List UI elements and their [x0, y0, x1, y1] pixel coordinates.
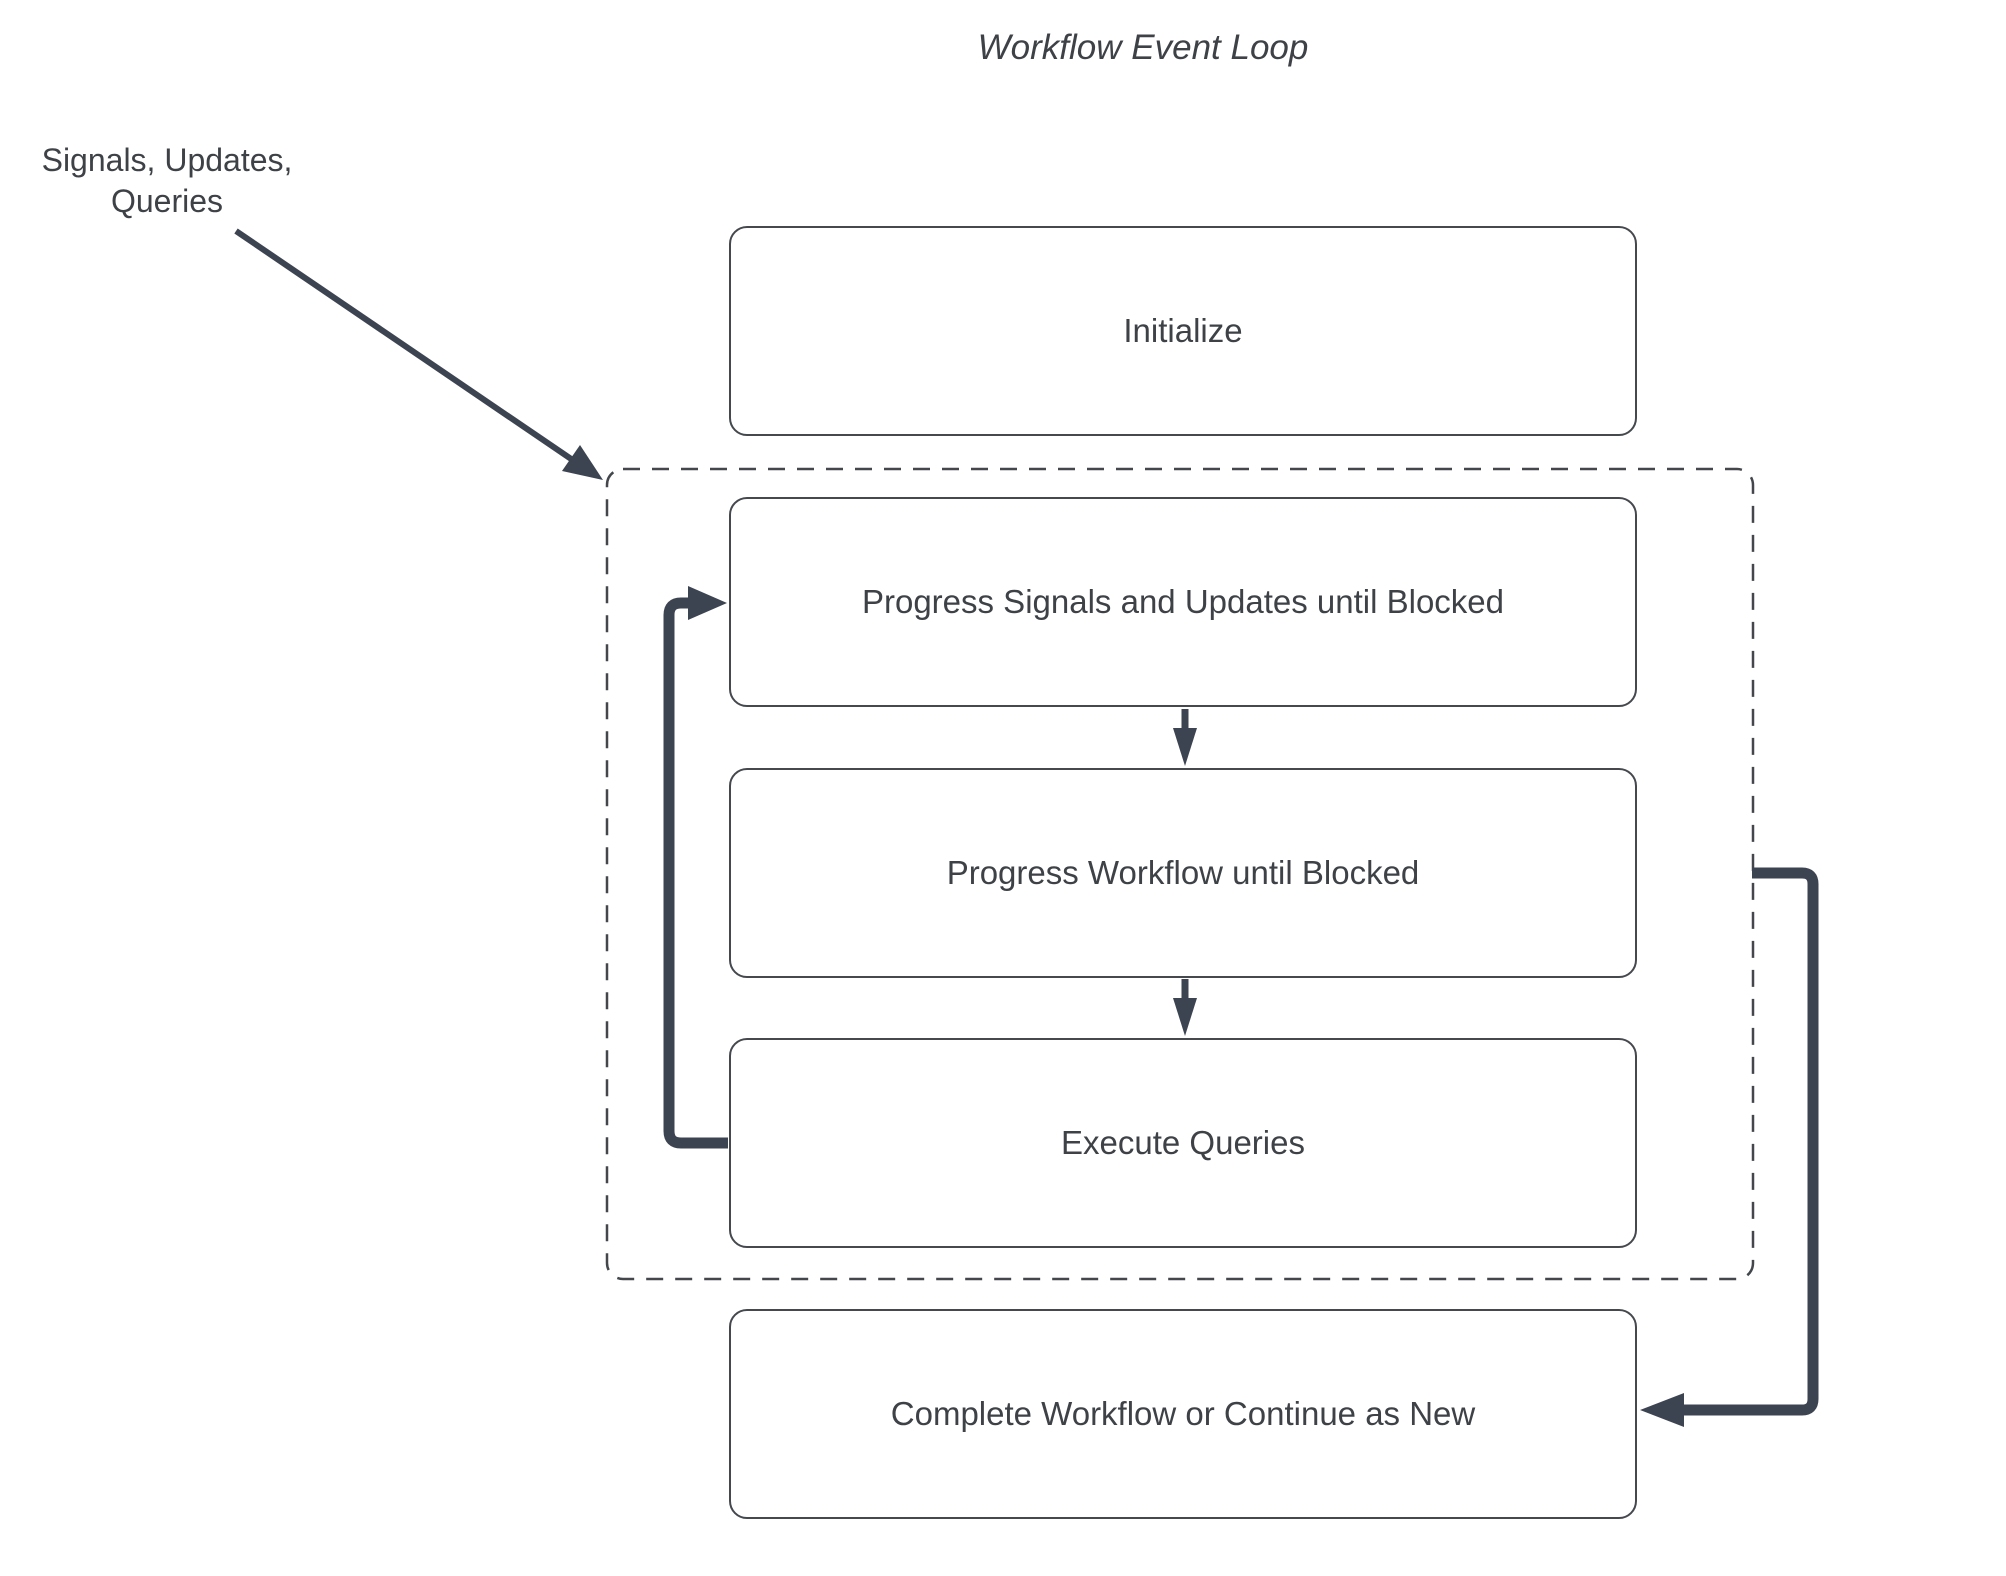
external-input-label-line1: Signals, Updates, — [41, 142, 293, 178]
loop-back-arrow — [663, 586, 728, 1149]
node-initialize: Initialize — [729, 226, 1637, 436]
flow-arrow-signals-to-workflow — [1173, 709, 1197, 766]
diagram-title: Workflow Event Loop — [977, 28, 1309, 67]
node-progress-workflow-label: Progress Workflow until Blocked — [946, 854, 1420, 891]
node-complete-label: Complete Workflow or Continue as New — [890, 1395, 1476, 1432]
node-progress-signals: Progress Signals and Updates until Block… — [729, 497, 1637, 707]
node-execute-queries-label: Execute Queries — [1061, 1124, 1305, 1161]
signals-input-arrow — [234, 228, 603, 480]
node-initialize-label: Initialize — [1123, 312, 1243, 349]
continue-arrow — [1640, 867, 1819, 1427]
flow-arrow-workflow-to-queries — [1173, 979, 1197, 1036]
node-complete: Complete Workflow or Continue as New — [729, 1309, 1637, 1519]
external-input-label: Signals, Updates, Queries — [42, 140, 293, 222]
external-input-label-line2: Queries — [110, 183, 224, 219]
node-progress-workflow: Progress Workflow until Blocked — [729, 768, 1637, 978]
node-execute-queries: Execute Queries — [729, 1038, 1637, 1248]
node-progress-signals-label: Progress Signals and Updates until Block… — [861, 583, 1505, 620]
